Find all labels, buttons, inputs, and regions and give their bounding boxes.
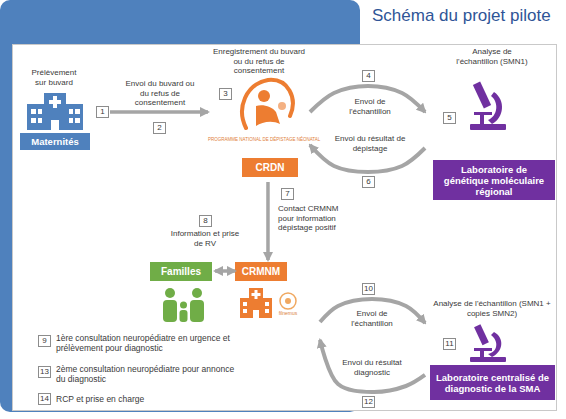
arrow-label: Envoi de l'échantillon: [342, 309, 402, 328]
callout-number: 6: [362, 176, 375, 188]
lab-label: Laboratoire centralisé de diagnostic de …: [430, 365, 555, 400]
arrow-label: Information et prise de RV: [168, 229, 242, 248]
callout-number: 2: [153, 122, 166, 134]
lab-node: Analyse de l'échantillon (SMN1 + copies …: [425, 298, 558, 404]
callout-number: 7: [281, 188, 294, 200]
flow-arrow: [266, 182, 270, 260]
flow-arrow: [320, 340, 425, 392]
microscope-icon: [470, 82, 506, 130]
callout-number: 3: [219, 88, 232, 100]
callout-number: 11: [443, 338, 456, 350]
page-title: Schéma du projet pilote: [372, 6, 551, 26]
callout-number: 8: [199, 215, 212, 227]
node-heading: Prélèvement sur buvard: [26, 68, 82, 87]
site-label: Maternités: [20, 133, 90, 150]
node-heading: Enregistrement du buvard ou du refus de …: [212, 47, 306, 76]
logo-text: filnemus: [276, 310, 300, 316]
screening-logo: [242, 80, 293, 128]
lab-node: Analyse de l'échantillon (SMN1) Laboratoi…: [425, 45, 558, 203]
callout-number: 4: [362, 70, 375, 82]
callout-number: 12: [362, 396, 375, 408]
family-icon: [163, 288, 204, 322]
step-text: 2ème consultation neuropédiatre pour ann…: [56, 364, 241, 384]
centre-node: CRMNM filnemus: [235, 260, 320, 345]
arrow-label: Contact CRMNM pour information dépistage…: [278, 204, 350, 233]
arrow-label: Envoi du résultat diagnostic: [334, 358, 410, 377]
arrow-label: Envoi de l'échantillon: [340, 97, 400, 116]
flow-arrow: [215, 269, 235, 273]
content-panel: [13, 45, 557, 411]
centre-label: CRDN: [242, 158, 298, 177]
logo-text: PROGRAMME NATIONAL DE DÉPISTAGE NÉONATAL: [208, 137, 310, 143]
node-heading: Analyse de l'échantillon (SMN1): [455, 47, 529, 66]
callout-number: 1: [96, 106, 109, 118]
centre-node: Enregistrement du buvard ou du refus de …: [208, 45, 310, 182]
hospital-icon: [27, 93, 83, 130]
callout-number: 13: [38, 366, 51, 378]
callout-number: 14: [38, 393, 51, 405]
family-label: Familles: [150, 262, 212, 281]
step-text: 1ère consultation neuropédiatre en urgen…: [56, 333, 241, 353]
flow-arrow: [110, 110, 208, 114]
callout-number: 10: [362, 283, 375, 295]
family-node: Familles: [148, 260, 215, 325]
step-text: RCP et prise en charge: [56, 394, 241, 404]
microscope-icon: [470, 324, 506, 362]
arrow-label: Envoi du résultat de dépistage: [332, 134, 408, 153]
callout-number: 5: [443, 112, 456, 124]
arrow-label: Envoi du buvard ou du refus de consentem…: [120, 79, 200, 108]
node-heading: Analyse de l'échantillon (SMN1 + copies …: [433, 299, 551, 318]
centre-label: CRMNM: [235, 262, 287, 281]
callout-number: 9: [38, 335, 51, 347]
lab-label: Laboratoire de génétique moléculaire rég…: [433, 160, 555, 200]
